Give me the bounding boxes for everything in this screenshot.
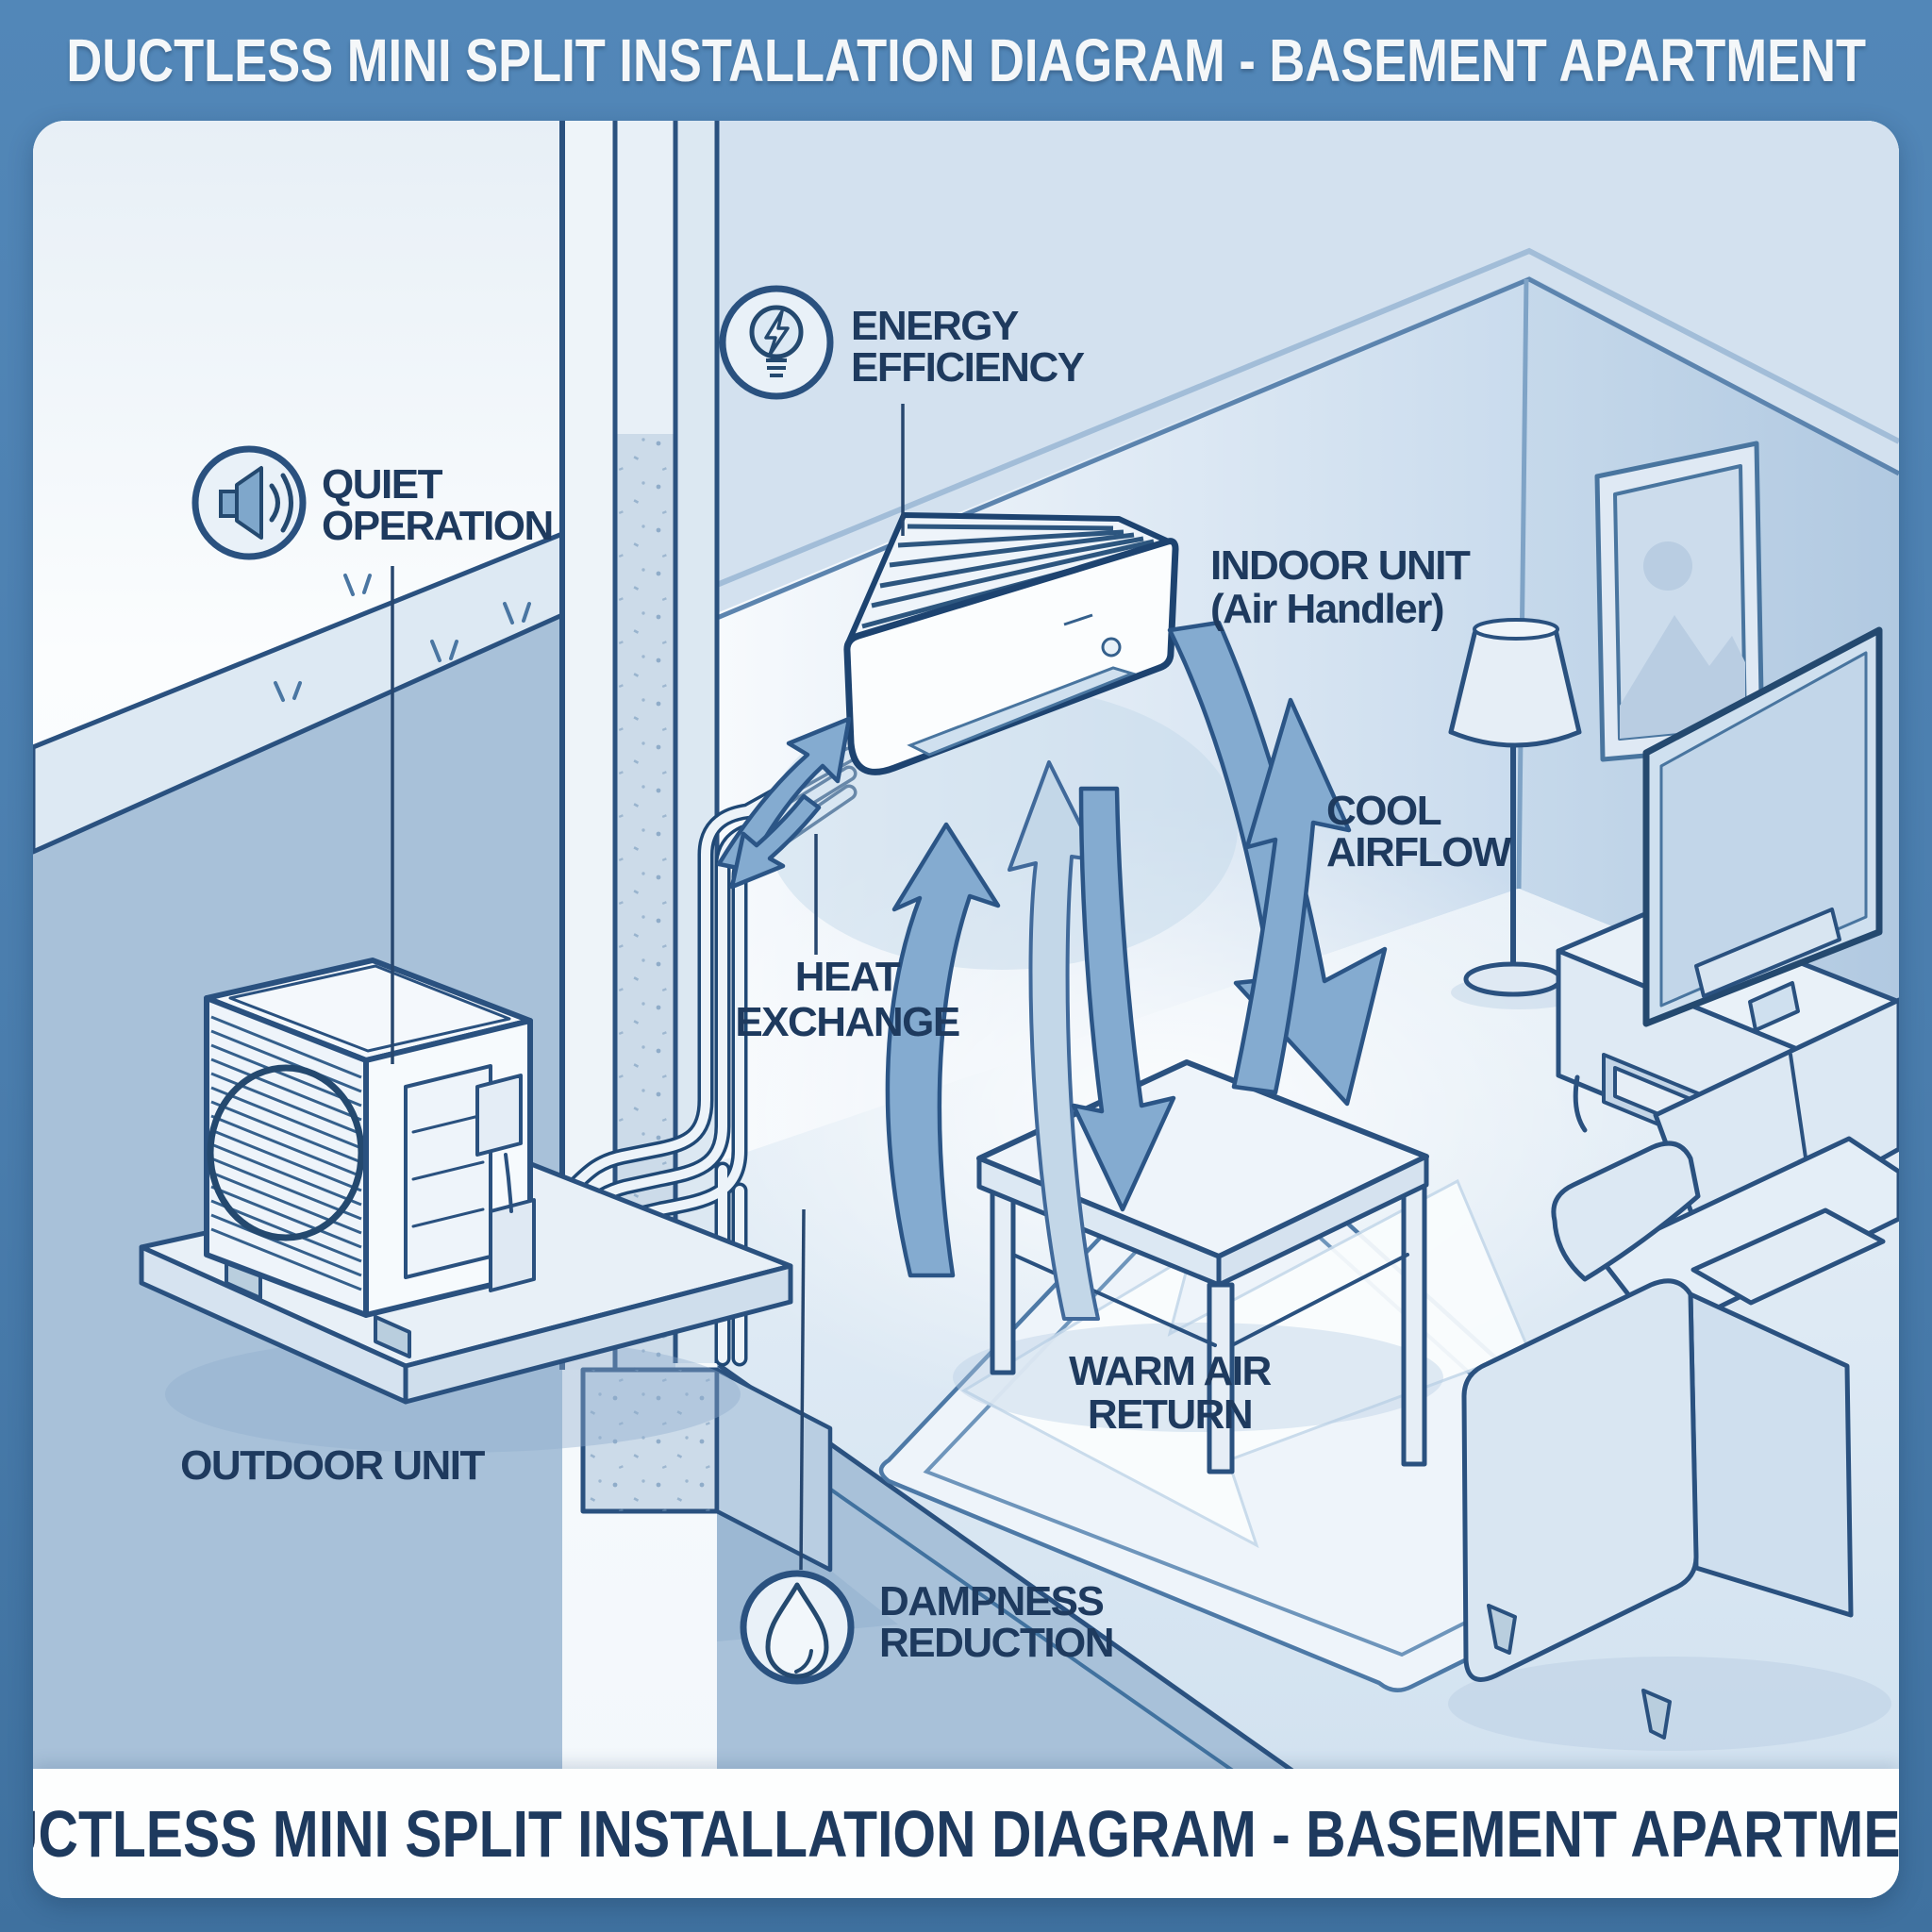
top-title-text: DUCTLESS MINI SPLIT INSTALLATION DIAGRAM… [66,26,1866,94]
warm-air-return-label-2: RETURN [1088,1391,1252,1438]
quiet-operation-label-1: QUIET [322,461,443,508]
lamp-base [1463,961,1563,997]
warm-return-arrow-light [1008,760,1100,1321]
quiet-operation-label-2: OPERATION [322,503,553,549]
artwork-sun [1643,541,1692,591]
armchair-leg [1487,1604,1517,1655]
ceiling-edge-lines [715,247,1899,890]
warm-air-return-callout: WARM AIR RETURN [1069,1348,1273,1438]
heat-exchange-callout: HEAT EXCHANGE [735,954,960,1045]
unit-display-marks [1063,613,1093,626]
warm-return-arrow-left [885,822,1001,1278]
room-corner-line [1516,278,1529,890]
artwork-mountains [1620,615,1745,739]
picture-frame [1594,441,1765,762]
service-valve-box [475,1074,523,1157]
diagram-scene: QUIET OPERATION ENERGY EFFICIENCY INDOOR… [33,121,1899,1898]
quiet-operation-callout: QUIET OPERATION [192,445,554,560]
armchair [1448,1208,1891,1751]
airflow-arrows [716,620,1388,1321]
tv-stand-neck [1748,981,1800,1032]
warm-air-return-label-1: WARM AIR [1069,1348,1271,1394]
unit-front-face [843,538,1179,775]
dampness-reduction-leader [799,1208,806,1571]
leader-lines [391,404,905,1571]
energy-efficiency-label-2: EFFICIENCY [851,344,1085,391]
dampness-reduction-label-2: REDUCTION [879,1620,1113,1666]
unit-bottom-vent [907,666,1137,757]
armchair-cushion [1690,1208,1886,1306]
outdoor-unit-shadow [165,1336,741,1453]
speaker-icon [219,466,293,540]
heat-exchange-arrow-in [729,793,822,890]
armchair-leg [1641,1689,1672,1740]
unit-foot [374,1315,411,1358]
indoor-unit-label-1: INDOOR UNIT [1210,542,1471,589]
indoor-unit-label-2: (Air Handler) [1210,586,1443,632]
dampness-reduction-label-1: DAMPNESS [879,1578,1104,1624]
fan-grille-icon [207,1064,365,1241]
sofa-backrest [1653,997,1899,1259]
cool-airflow-callout: COOL AIRFLOW [1326,788,1513,875]
unit-status-light [1101,637,1122,658]
grass-marks [274,574,531,702]
above-ceiling-area [717,121,1899,613]
indoor-unit-callout: INDOOR UNIT (Air Handler) [1210,542,1473,632]
bottom-title-text: DUCTLESS MINI SPLIT INSTALLATION DIAGRAM… [33,1796,1899,1871]
energy-efficiency-label-1: ENERGY [851,303,1019,349]
television [1642,626,1883,1032]
outdoor-unit-callout: OUTDOOR UNIT [180,1442,487,1489]
floor-lamp [1448,618,1587,1009]
dampness-reduction-callout: DAMPNESS REDUCTION [740,1570,1115,1685]
water-drop-icon [765,1582,829,1679]
wall-footing [580,1367,833,1573]
cool-airflow-label-1: COOL [1326,788,1441,834]
cool-airflow-label-2: AIRFLOW [1326,829,1512,875]
heat-exchange-label-2: EXCHANGE [735,999,959,1045]
cool-supply-arrow-down [1071,786,1176,1212]
sofa-armrest [1551,1141,1701,1282]
lightbulb-bolt-icon [749,305,804,377]
soundbar [1694,908,1841,998]
outdoor-unit-label: OUTDOOR UNIT [180,1442,485,1489]
bottom-title-banner: DUCTLESS MINI SPLIT INSTALLATION DIAGRAM… [33,1769,1899,1898]
line-junction-box [489,1198,536,1292]
stand-leg [1573,1074,1588,1133]
energy-efficiency-callout: ENERGY EFFICIENCY [719,285,1086,400]
top-title-banner: DUCTLESS MINI SPLIT INSTALLATION DIAGRAM… [0,0,1932,121]
armchair-back [1461,1278,1699,1682]
outdoor-unit [139,958,793,1453]
unit-fan-face [204,995,369,1318]
heat-exchange-label-1: HEAT [795,954,901,1000]
warm-return-arrow-right [1231,697,1352,1095]
illustration-panel: QUIET OPERATION ENERGY EFFICIENCY INDOOR… [33,121,1899,1898]
lamp-shade [1448,624,1582,748]
